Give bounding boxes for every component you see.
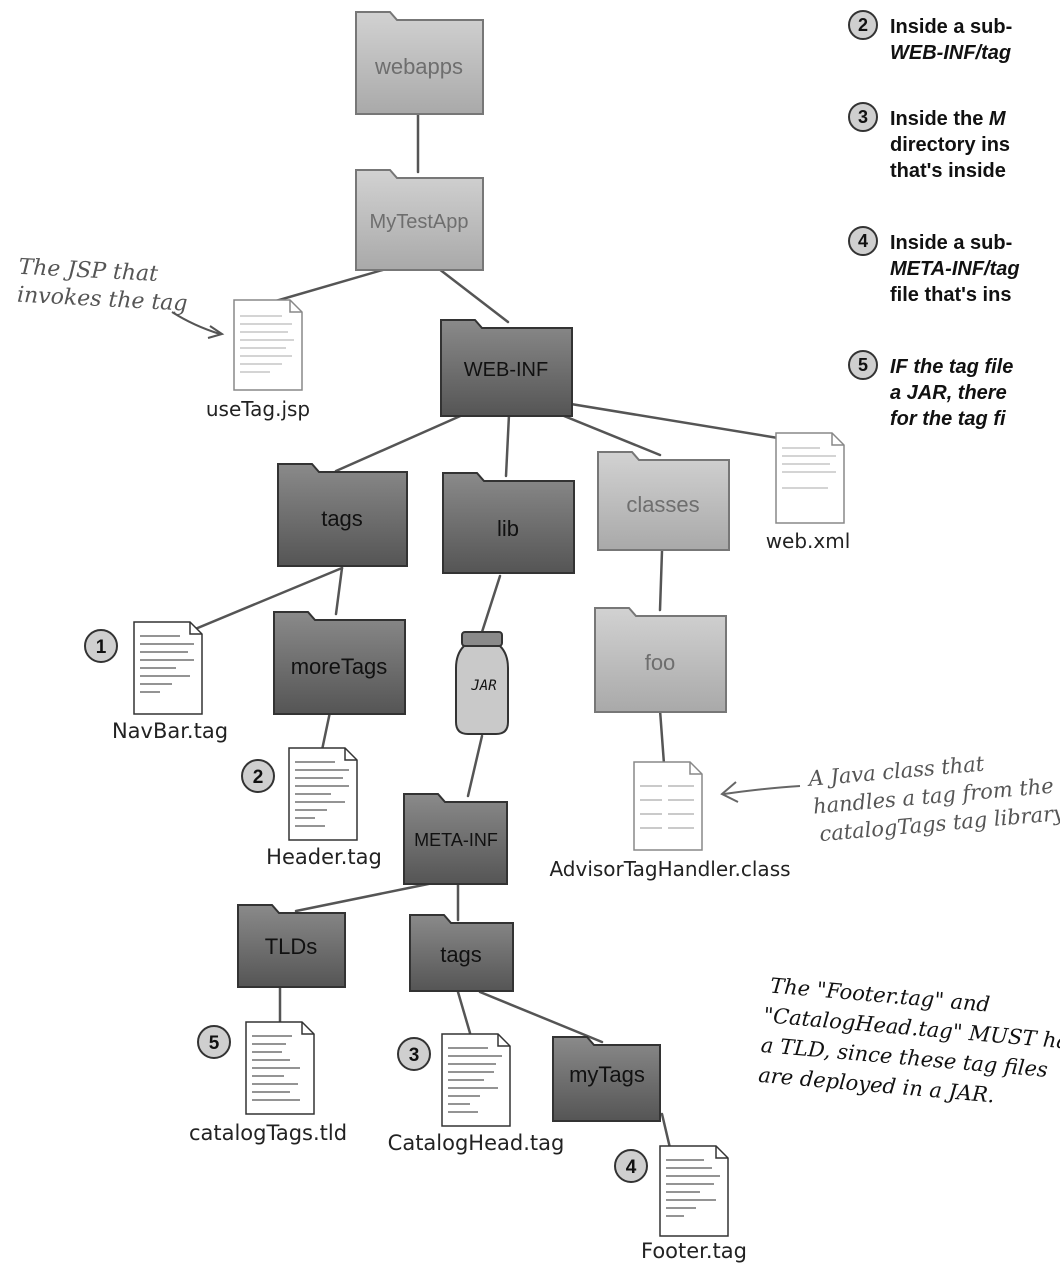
file-advisor-class: AdvisorTagHandler.class <box>549 761 791 881</box>
folder-label: webapps <box>374 54 463 79</box>
callout-line: file that's ins <box>890 284 1012 306</box>
file-label: web.xml <box>766 529 851 553</box>
badge-number: 4 <box>626 1157 637 1178</box>
file-catalogtags-tld: catalogTags.tld <box>189 1021 347 1145</box>
arrowhead-icon <box>207 325 225 339</box>
callout-line: Inside the <box>890 108 989 130</box>
callout-line: WEB-INF/tag <box>890 42 1012 64</box>
file-web-xml: web.xml <box>766 432 851 553</box>
arrowhead-icon <box>720 781 739 803</box>
callout-line: META-INF/tag <box>890 258 1020 280</box>
folder-mytags: myTags <box>552 1036 661 1122</box>
file-header-tag: Header.tag <box>266 747 382 869</box>
folder-moretags: moreTags <box>273 611 406 715</box>
folder-tlds: TLDs <box>237 904 346 988</box>
file-label: AdvisorTagHandler.class <box>549 857 790 881</box>
badge-number: 2 <box>253 767 264 788</box>
file-footer-tag: Footer.tag <box>641 1145 747 1263</box>
note-jsp: The JSP that invokes the tag <box>16 255 188 317</box>
file-label: CatalogHead.tag <box>388 1131 565 1155</box>
note-line: invokes the tag <box>16 283 188 317</box>
folder-label: classes <box>626 492 699 517</box>
folder-label: tags <box>321 506 363 531</box>
note-line: The JSP that <box>18 255 159 287</box>
badge-cataloghead: 3 <box>397 1037 431 1071</box>
folder-foo: foo <box>594 607 727 713</box>
badge-header: 2 <box>241 759 275 793</box>
folder-label: lib <box>497 516 519 541</box>
file-label: useTag.jsp <box>206 397 310 421</box>
folder-tags-2: tags <box>409 914 514 992</box>
folder-label: META-INF <box>414 830 498 850</box>
callout-line: Inside a sub- <box>890 232 1013 254</box>
callout-4: 4 Inside a sub- META-INF/tag file that's… <box>848 226 1020 308</box>
file-cataloghead-tag: CatalogHead.tag <box>388 1033 565 1155</box>
callout-line: directory ins <box>890 134 1011 156</box>
folder-label: tags <box>440 942 482 967</box>
callout-line-italic: M <box>988 108 1006 130</box>
jar-label: JAR <box>470 678 496 694</box>
callout-line: Inside a sub- <box>890 16 1013 38</box>
callout-number: 2 <box>848 10 878 40</box>
arrow-to-usetag <box>171 311 221 335</box>
folder-tags: tags <box>277 463 408 567</box>
callout-2: 2 Inside a sub- WEB-INF/tag <box>848 10 1013 66</box>
file-label: Header.tag <box>266 845 382 869</box>
arrow-to-advisor <box>723 785 801 795</box>
badge-footer: 4 <box>614 1149 648 1183</box>
callout-3: 3 Inside the M directory ins that's insi… <box>848 102 1011 184</box>
callout-line: a JAR, there <box>890 382 1007 404</box>
file-label: NavBar.tag <box>112 719 228 743</box>
callout-line: for the tag fi <box>890 408 1006 430</box>
folder-meta-inf: META-INF <box>403 793 508 885</box>
badge-number: 3 <box>409 1045 420 1066</box>
badge-navbar: 1 <box>84 629 118 663</box>
folder-label: MyTestApp <box>370 211 469 233</box>
callout-line: IF the tag file <box>890 356 1014 378</box>
badge-number: 1 <box>96 637 107 658</box>
callout-5: 5 IF the tag file a JAR, there for the t… <box>848 350 1014 432</box>
file-navbar-tag: NavBar.tag <box>112 621 228 743</box>
folder-classes: classes <box>597 451 730 551</box>
folder-label: foo <box>645 650 676 675</box>
file-label: catalogTags.tld <box>189 1121 347 1145</box>
folder-label: moreTags <box>291 654 388 679</box>
folder-webapps: webapps <box>355 11 484 115</box>
folder-web-inf: WEB-INF <box>440 319 573 417</box>
jar: JAR <box>455 631 509 735</box>
folder-label: WEB-INF <box>464 359 548 381</box>
file-label: Footer.tag <box>641 1239 747 1263</box>
folder-lib: lib <box>442 472 575 574</box>
callout-line: that's inside <box>890 160 1006 182</box>
note-java-class: A Java class that handles a tag from the… <box>806 752 1060 847</box>
callout-number: 5 <box>848 350 878 380</box>
file-usetag-jsp: useTag.jsp <box>206 299 310 421</box>
callout-number: 4 <box>848 226 878 256</box>
note-footer: The "Footer.tag" and "CatalogHead.tag" M… <box>757 974 1060 1108</box>
folder-mytestapp: MyTestApp <box>355 169 484 271</box>
badge-number: 5 <box>209 1033 220 1054</box>
folder-label: myTags <box>569 1062 645 1087</box>
callout-number: 3 <box>848 102 878 132</box>
badge-catalogtld: 5 <box>197 1025 231 1059</box>
folder-label: TLDs <box>265 934 318 959</box>
